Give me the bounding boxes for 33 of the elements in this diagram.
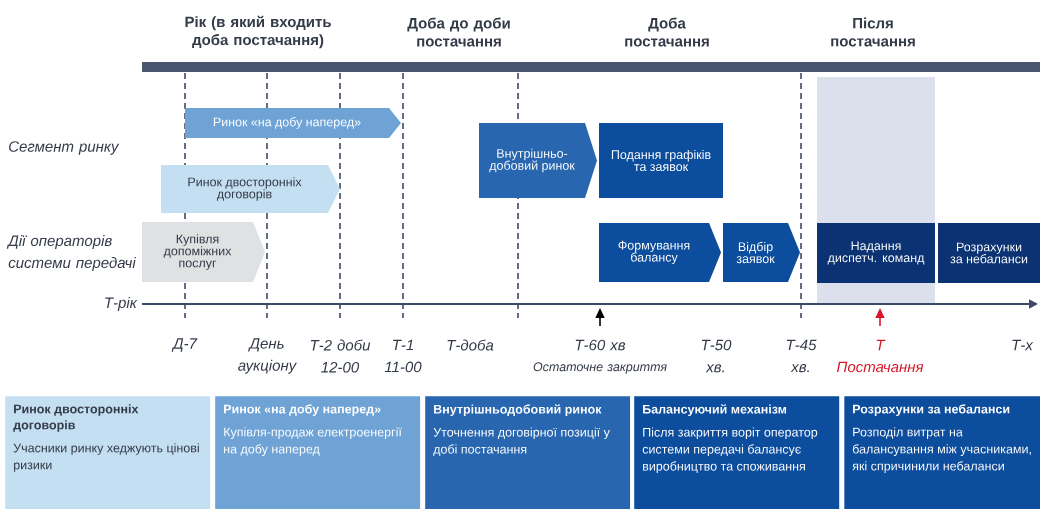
- tick-label: Т-45 хв.: [786, 339, 817, 373]
- column-heading: Після постачання: [831, 17, 915, 47]
- process-box: Розрахунки за небаланси: [938, 223, 1040, 283]
- info-card: Ринок двосторонніх договорів Учасники ринку хеджують цінові ризики: [5, 396, 211, 509]
- info-card: Внутрішньодобовий ринок Уточнення договірної позиції у добі постачання: [425, 396, 631, 509]
- column-heading: Доба до доби постачання: [407, 17, 510, 47]
- process-box: Подання графіків та заявок: [599, 123, 723, 198]
- chevron-box: Купівля допоміжних послуг: [142, 222, 265, 282]
- tick-label: День аукціону: [238, 338, 297, 374]
- column-heading: Доба постачання: [625, 17, 709, 47]
- chevron-box: Ринок «на добу наперед»: [185, 108, 401, 138]
- axis-label: Т-рік: [105, 297, 138, 311]
- tick-label: Постачання: [836, 361, 924, 373]
- info-card: Балансуючий механізм Після закриття воріт оператор системи передачі балансує виробництво та споживання: [634, 396, 840, 509]
- column-heading: Рік (в який входить доба постачання): [185, 15, 331, 49]
- tick-label: Т-60 хв: [575, 339, 626, 351]
- row-label: Дії операторів системи передачі: [6, 235, 136, 271]
- chevron-box: Ринок двосторонніх договорів: [161, 165, 340, 213]
- row-label: Сегмент ринку: [9, 141, 120, 155]
- chevron-box: Внутрішньо-добовий ринок: [479, 123, 597, 198]
- chevron-box: Відбір заявок: [723, 223, 800, 282]
- info-card: Розрахунки за небаланси Розподіл витрат на балансування між учасниками, які спричинили небаланси: [844, 396, 1040, 509]
- tick-label: Т-50 хв.: [701, 339, 732, 373]
- info-card: Ринок «на добу наперед» Купівля-продаж електроенергії на добу наперед: [215, 396, 421, 509]
- tick-label: Т-2 доби 12-00: [310, 339, 371, 373]
- tick-label: Д-7: [171, 338, 198, 352]
- process-box: Надання диспетч. команд: [817, 223, 935, 283]
- tick-note: Остаточне закриття: [533, 362, 667, 374]
- tick-label: Т-1 11-00: [384, 339, 422, 373]
- tick-label: Т-доба: [447, 339, 494, 351]
- tick-label: Т: [876, 339, 886, 351]
- tick-label: Т-х: [1012, 339, 1034, 351]
- chevron-box: Формування балансу: [599, 223, 721, 282]
